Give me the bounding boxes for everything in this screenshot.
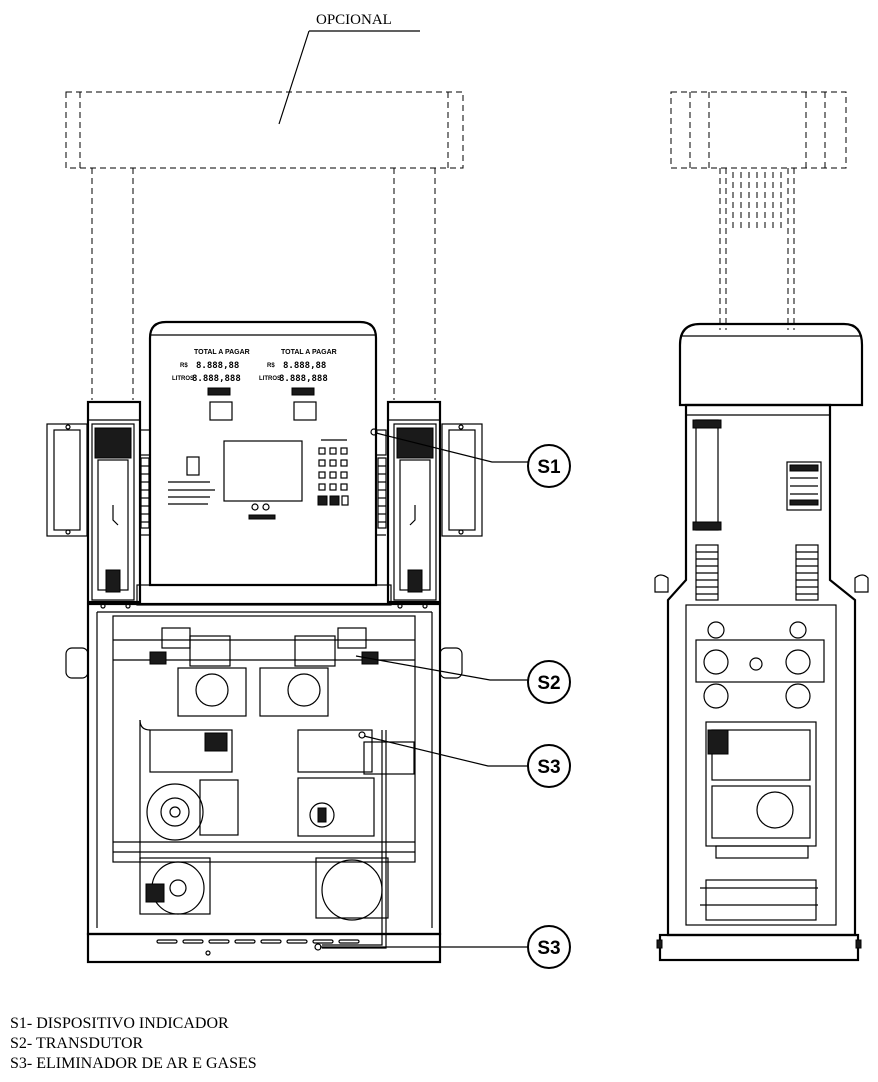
optional-label: OPCIONAL [316, 12, 392, 28]
display-right: TOTAL A PAGAR R$ 8.888,88 LITROS 8.888,8… [259, 349, 337, 421]
keypad [317, 439, 349, 506]
optional-canopy-side [670, 91, 847, 330]
display-right-row2-value: 8.888,888 [279, 374, 328, 384]
side-vents [695, 544, 819, 601]
display-right-title: TOTAL A PAGAR [281, 349, 337, 356]
display-right-row1-unit: R$ [267, 363, 275, 369]
callout-s2-label: S2 [537, 673, 560, 694]
display-left: TOTAL A PAGAR R$ 8.888,88 LITROS 8.888,8… [172, 349, 250, 421]
main-screen [223, 440, 303, 502]
display-left-title: TOTAL A PAGAR [194, 349, 250, 356]
legend: S1- DISPOSITIVO INDICADOR S2- TRANSDUTOR… [10, 1014, 257, 1074]
callout-s3-lower: S3 [314, 925, 571, 969]
display-left-row2-value: 8.888,888 [192, 374, 241, 384]
display-left-row1-value: 8.888,88 [196, 361, 239, 371]
callout-s2: S2 [355, 655, 571, 704]
callout-s3-lower-label: S3 [537, 938, 560, 959]
legend-item-s3: S3- ELIMINADOR DE AR E GASES [10, 1055, 257, 1072]
dispenser-front-hydraulics [65, 602, 463, 964]
callout-s3-upper: S3 [358, 731, 571, 788]
legend-item-s2: S2- TRANSDUTOR [10, 1035, 144, 1052]
dispenser-side-view [654, 322, 869, 962]
optional-canopy-front [65, 91, 464, 400]
callout-s3-upper-label: S3 [537, 757, 560, 778]
nameplate [786, 461, 822, 511]
vent-slots-left [140, 457, 150, 529]
optional-label-leader: OPCIONAL [278, 12, 420, 125]
callout-s1-label: S1 [537, 457, 561, 478]
display-right-row1-value: 8.888,88 [283, 361, 326, 371]
dispenser-front-head: TOTAL A PAGAR R$ 8.888,88 LITROS 8.888,8… [46, 320, 483, 606]
display-right-row2-unit: LITROS [259, 376, 281, 382]
base-slots [156, 939, 360, 944]
legend-item-s1: S1- DISPOSITIVO INDICADOR [10, 1015, 229, 1032]
vent-slots-right [377, 457, 387, 529]
display-left-row1-unit: R$ [180, 363, 188, 369]
display-left-row2-unit: LITROS [172, 376, 194, 382]
callout-s1: S1 [370, 428, 571, 488]
